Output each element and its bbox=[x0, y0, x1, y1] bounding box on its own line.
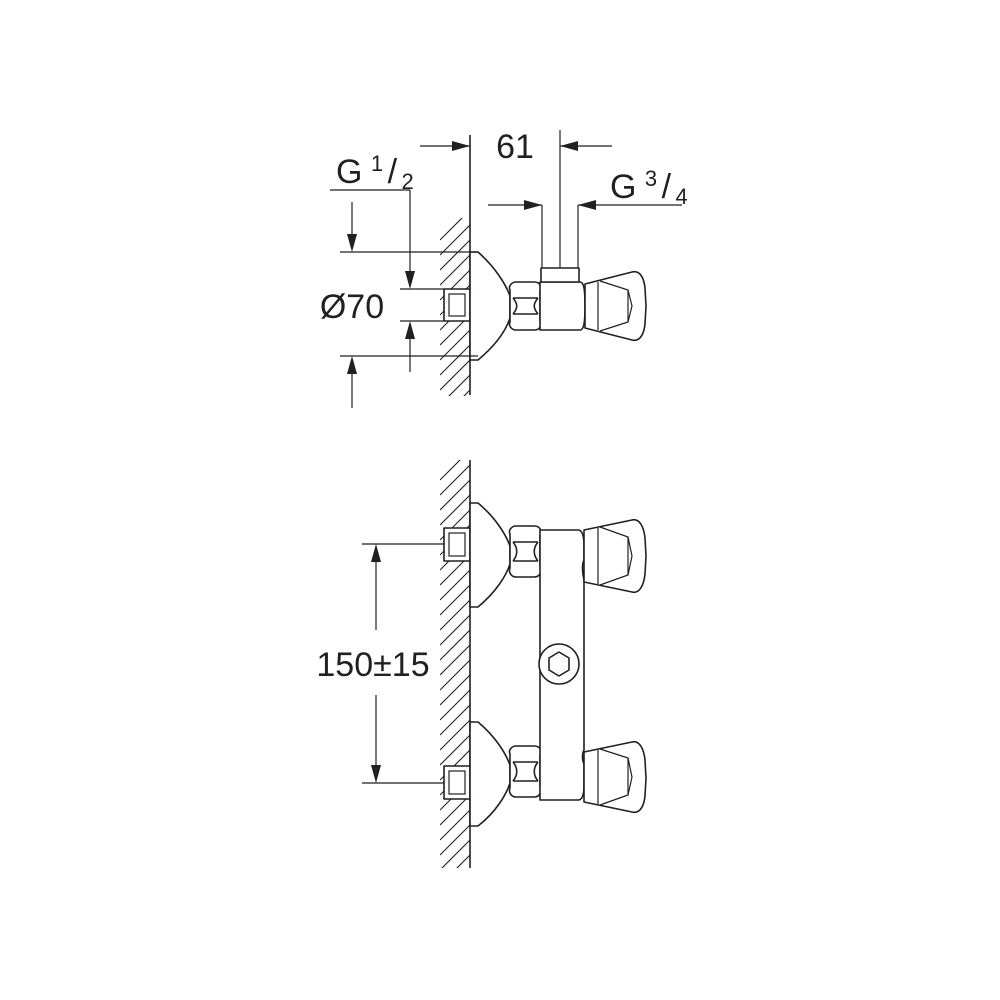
thread-g-half-label: G 1 / 2 bbox=[336, 151, 414, 194]
center-distance-label: 150±15 bbox=[316, 646, 429, 684]
front-view: 150±15 bbox=[316, 460, 647, 868]
lower-inlet bbox=[443, 721, 542, 827]
outlet-connection bbox=[540, 267, 580, 283]
rosette-upper bbox=[469, 502, 511, 608]
hex-nut-lower bbox=[508, 745, 542, 798]
valve-body bbox=[539, 281, 586, 331]
dimension-61-label: 61 bbox=[496, 128, 534, 166]
dimension-g-three-quarter: G 3 / 4 bbox=[488, 166, 688, 268]
upper-inlet bbox=[443, 502, 542, 608]
thread-g-three-quarter-label: G 3 / 4 bbox=[610, 166, 688, 209]
handle-upper bbox=[583, 518, 647, 594]
dimension-center-distance: 150±15 bbox=[316, 543, 444, 784]
top-view: 61 G 3 / 4 G bbox=[320, 128, 688, 408]
hex-nut-upper bbox=[508, 525, 542, 578]
rosette-lower bbox=[469, 721, 511, 827]
dimension-g-half: G 1 / 2 bbox=[330, 151, 444, 372]
handle-top bbox=[584, 270, 647, 342]
hex-nut bbox=[508, 281, 542, 331]
dimension-diameter-70: Ø70 bbox=[320, 202, 478, 408]
wall-top bbox=[440, 135, 471, 396]
wall-front bbox=[440, 460, 471, 868]
diameter-70-label: Ø70 bbox=[320, 288, 384, 326]
handle-lower bbox=[583, 740, 647, 814]
outlet-nut bbox=[538, 643, 580, 685]
rosette bbox=[469, 251, 511, 361]
dimension-61: 61 bbox=[420, 128, 612, 268]
